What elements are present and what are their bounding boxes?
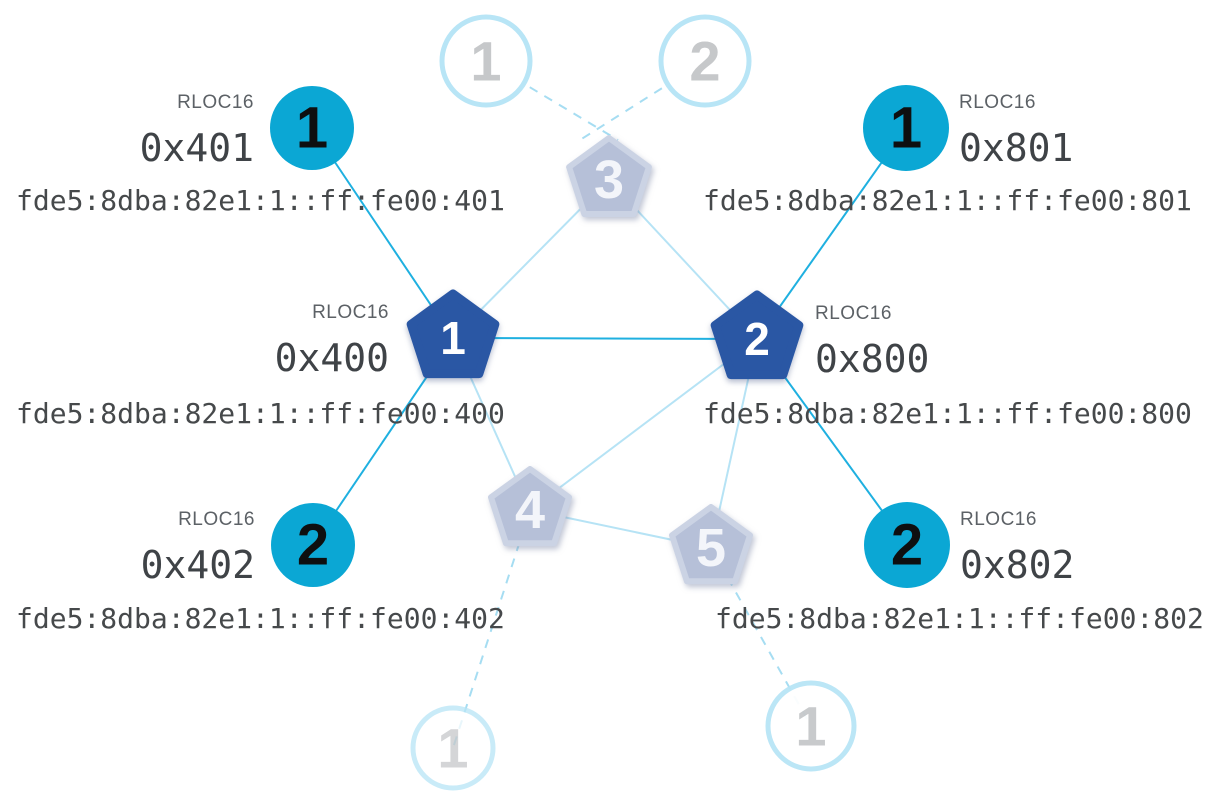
link-router-1-router-2	[452, 337, 758, 340]
node-router-5[interactable]: 5	[669, 504, 753, 585]
child-circle-icon	[270, 86, 354, 170]
node-router-1[interactable]: 1	[406, 289, 500, 379]
link-router-1-child-401	[311, 127, 454, 339]
node-child-401[interactable]: 1	[270, 86, 354, 170]
child-circle-icon	[864, 502, 950, 588]
node-router-3[interactable]: 3	[566, 135, 652, 217]
router-pentagon-icon	[488, 466, 572, 547]
node-child-402[interactable]: 2	[271, 503, 355, 587]
child-circle-icon	[410, 705, 496, 791]
node-child-802[interactable]: 2	[864, 502, 950, 588]
child-circle-icon	[271, 503, 355, 587]
node-number: 2	[744, 313, 770, 365]
node-child-bottom-1[interactable]: 1	[410, 705, 496, 791]
router-pentagon-icon	[669, 504, 753, 585]
node-number: 3	[594, 150, 624, 210]
child-circle-icon	[765, 680, 857, 772]
link-router-2-child-801	[756, 127, 907, 340]
node-number: 1	[437, 717, 468, 780]
node-number: 1	[296, 96, 328, 161]
link-router-2-router-4	[529, 338, 758, 511]
node-router-2[interactable]: 2	[710, 290, 804, 380]
node-number: 2	[891, 513, 923, 578]
node-number: 1	[440, 312, 466, 364]
node-child-top-2[interactable]: 2	[658, 14, 752, 108]
node-child-801[interactable]: 1	[863, 85, 949, 171]
node-number: 2	[689, 30, 720, 93]
node-number: 2	[297, 513, 329, 578]
child-circle-icon	[658, 14, 752, 108]
router-pentagon-icon	[406, 289, 500, 379]
node-child-bottom-2[interactable]: 1	[765, 680, 857, 772]
router-pentagon-icon	[566, 135, 652, 217]
node-child-top-1[interactable]: 1	[439, 14, 533, 108]
router-pentagon-icon	[710, 290, 804, 380]
node-number: 1	[470, 30, 501, 93]
child-circle-icon	[863, 85, 949, 171]
node-router-4[interactable]: 4	[488, 466, 572, 547]
node-number: 4	[515, 480, 545, 540]
node-number: 5	[696, 518, 726, 578]
node-number: 1	[890, 96, 922, 161]
node-number: 1	[795, 695, 826, 758]
child-circle-icon	[439, 14, 533, 108]
